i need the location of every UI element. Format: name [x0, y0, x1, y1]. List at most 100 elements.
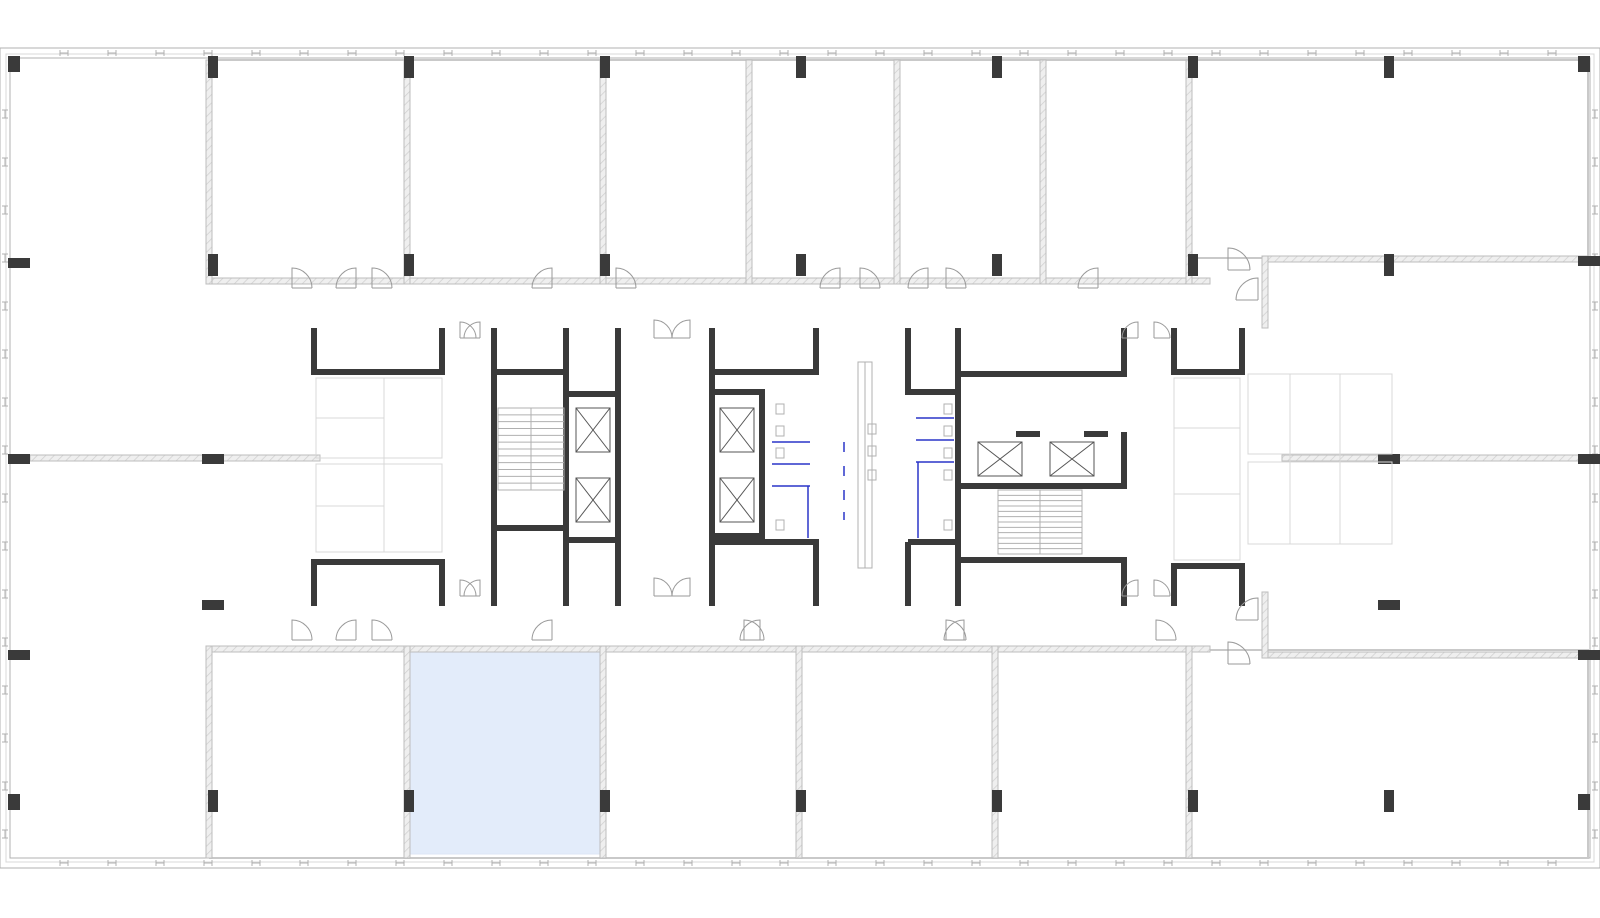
mullion: [923, 50, 933, 56]
mullion: [875, 860, 885, 866]
mullion: [251, 860, 261, 866]
mullion: [1163, 50, 1173, 56]
mullion: [1592, 445, 1598, 455]
mullion: [1592, 589, 1598, 599]
mullion: [2, 733, 8, 743]
door-swing: [1227, 247, 1251, 271]
stairwell-left: [497, 407, 565, 491]
mullion: [2, 205, 8, 215]
mullion: [731, 860, 741, 866]
mullion: [2, 301, 8, 311]
mullion: [59, 50, 69, 56]
office-room[interactable]: [1189, 59, 1589, 259]
mullion: [2, 589, 8, 599]
mullion: [1163, 860, 1173, 866]
mullion: [1115, 860, 1125, 866]
mullion: [539, 860, 549, 866]
structural-columns: [8, 56, 1600, 812]
mullion: [2, 685, 8, 695]
mullion: [59, 860, 69, 866]
mullion: [1547, 50, 1557, 56]
door-swing: [291, 619, 313, 641]
mullion: [827, 50, 837, 56]
mullion: [1451, 50, 1461, 56]
mullion: [2, 109, 8, 119]
office-room[interactable]: [1189, 649, 1589, 859]
elevator-shafts: [575, 407, 1095, 523]
door-swing: [459, 579, 477, 597]
mullion: [2, 253, 8, 263]
mullion: [683, 50, 693, 56]
mullion: [635, 860, 645, 866]
door-swing: [371, 619, 393, 641]
mullion: [1592, 397, 1598, 407]
mullion: [1019, 860, 1029, 866]
mullion: [107, 50, 117, 56]
door-swing: [653, 577, 673, 597]
mullion: [1592, 637, 1598, 647]
mullion: [1259, 860, 1269, 866]
door-swing: [463, 321, 481, 339]
door-swing: [371, 267, 393, 289]
door-swing: [615, 267, 637, 289]
mullion: [971, 860, 981, 866]
mullion: [1592, 781, 1598, 791]
door-swing: [1121, 579, 1139, 597]
mullion: [875, 50, 885, 56]
mullion: [635, 50, 645, 56]
mullion: [203, 860, 213, 866]
mullion: [1067, 860, 1077, 866]
mullion: [1592, 205, 1598, 215]
mullion: [539, 50, 549, 56]
office-room[interactable]: [1043, 59, 1191, 283]
mullion: [1307, 50, 1317, 56]
mullion: [1592, 685, 1598, 695]
mullion: [2, 637, 8, 647]
mullion: [1115, 50, 1125, 56]
mullion: [1211, 50, 1221, 56]
mullion: [395, 860, 405, 866]
mullion: [683, 860, 693, 866]
office-room[interactable]: [897, 59, 1045, 283]
mullion: [1592, 541, 1598, 551]
selected-office-room[interactable]: [409, 651, 605, 855]
stairwell-right: [997, 489, 1083, 555]
door-swing: [819, 267, 841, 289]
door-swing: [291, 267, 313, 289]
mullion: [587, 50, 597, 56]
mullion: [155, 860, 165, 866]
office-room[interactable]: [407, 59, 605, 283]
office-room[interactable]: [749, 59, 899, 283]
mullion: [1019, 50, 1029, 56]
door-swing: [739, 619, 761, 641]
office-room[interactable]: [603, 649, 801, 859]
mullion: [731, 50, 741, 56]
office-room[interactable]: [209, 649, 409, 859]
office-room[interactable]: [209, 59, 409, 283]
offices-bottom: [209, 649, 1589, 859]
washroom-right: [1173, 373, 1393, 561]
office-room[interactable]: [995, 649, 1191, 859]
office-room[interactable]: [799, 649, 997, 859]
mullion: [1499, 50, 1509, 56]
door-swing: [653, 319, 673, 339]
mullion: [1592, 109, 1598, 119]
mullion: [971, 50, 981, 56]
mullion: [2, 781, 8, 791]
door-swing: [945, 267, 967, 289]
mullion: [251, 50, 261, 56]
mullion: [1499, 860, 1509, 866]
door-swing: [335, 267, 357, 289]
washroom-left: [315, 377, 443, 553]
door-swing: [463, 579, 481, 597]
office-room[interactable]: [603, 59, 751, 283]
door-swing: [1077, 267, 1099, 289]
doors: [291, 247, 1259, 665]
mullion: [1403, 50, 1413, 56]
door-swing: [945, 619, 967, 641]
mullion: [1211, 860, 1221, 866]
mullion: [2, 493, 8, 503]
door-swing: [859, 267, 881, 289]
mullion: [779, 50, 789, 56]
door-swing: [671, 577, 691, 597]
